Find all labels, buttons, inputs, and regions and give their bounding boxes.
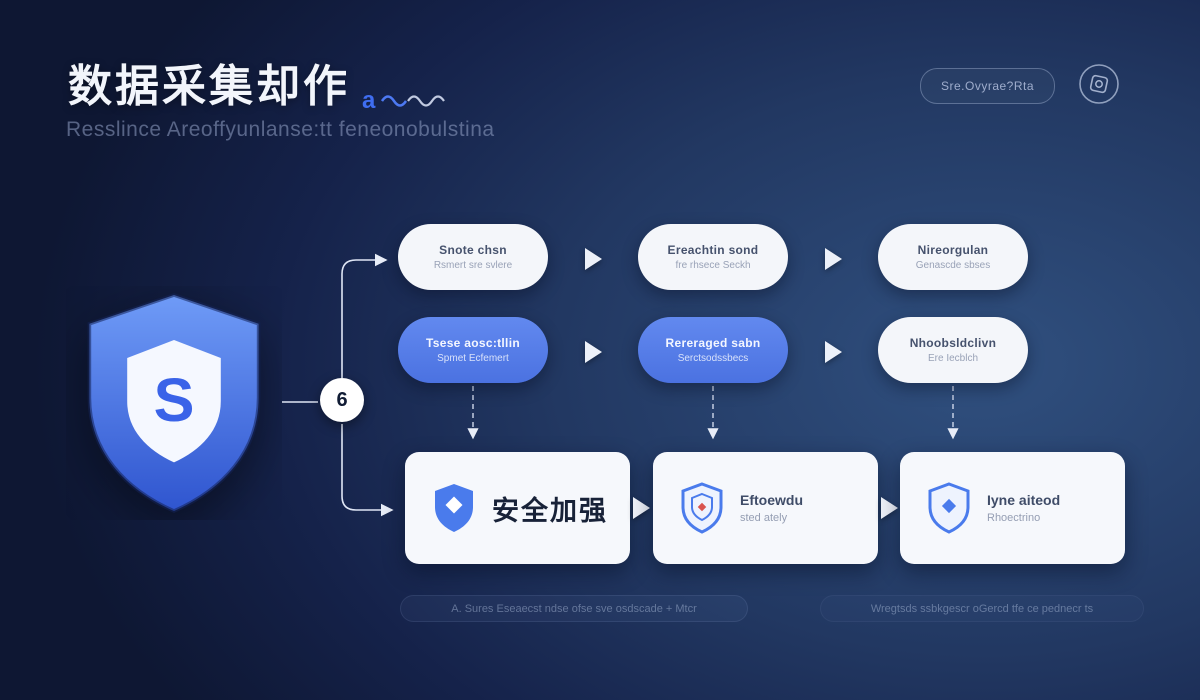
header-circle-icon[interactable] [1077, 62, 1121, 106]
page-subtitle: Resslince Areoffyunlanse:tt feneonobulst… [66, 118, 495, 141]
header: 数据采集却作 a [68, 50, 458, 114]
flow-node-subtitle: Ere Iecblch [927, 353, 979, 364]
title-scribble-icon: a [362, 86, 458, 114]
security-card-title: 安全加强 [492, 495, 608, 526]
security-card-2[interactable]: Eftoewdu sted ately [653, 452, 878, 564]
svg-text:S: S [154, 366, 195, 434]
security-card-1[interactable]: 安全加强 [405, 452, 630, 564]
flow-node-row2-1[interactable]: Tsese aosc:tllin Spmet Ecfemert [398, 317, 548, 383]
flow-node-row2-3[interactable]: Nhoobsldclivn Ere Iecblch [878, 317, 1028, 383]
arrow-right-icon [633, 497, 650, 519]
arrow-right-icon [881, 497, 898, 519]
flow-node-subtitle: Rsmert sre svlere [433, 260, 513, 271]
flow-node-subtitle: Spmet Ecfemert [437, 353, 509, 364]
flow-node-title: Ereachtin sond [667, 243, 759, 257]
security-shield-illustration: S [66, 286, 282, 520]
security-card-3[interactable]: Iyne aiteod Rhoectrino [900, 452, 1125, 564]
header-action-button[interactable]: Sre.Ovyrae?Rta [920, 68, 1056, 104]
flow-node-title: Tsese aosc:tllin [426, 336, 520, 350]
security-card-title: Iyne aiteod [987, 492, 1061, 508]
shield-icon: S [87, 293, 261, 513]
page-title: 数据采集却作 [68, 62, 350, 111]
flow-node-row1-3[interactable]: Nireorgulan Genascde sbses [878, 224, 1028, 290]
svg-text:a: a [362, 87, 376, 114]
flow-node-row2-2[interactable]: Rereraged sabn Serctsodssbecs [638, 317, 788, 383]
flow-node-subtitle: Serctsodssbecs [677, 353, 749, 364]
flow-node-title: Rereraged sabn [665, 336, 761, 350]
flow-node-title: Nhoobsldclivn [909, 336, 997, 350]
arrow-right-icon [585, 341, 602, 363]
shield-outline-icon [926, 482, 972, 534]
flow-node-title: Nireorgulan [917, 243, 989, 257]
arrow-right-icon [825, 248, 842, 270]
step-number: 6 [336, 388, 348, 411]
footnote-text: A. Sures Eseaecst ndse ofse sve osdscade… [451, 602, 697, 615]
header-action-label: Sre.Ovyrae?Rta [941, 79, 1035, 93]
security-card-subtitle: sted ately [740, 512, 788, 524]
arrow-right-icon [585, 248, 602, 270]
shield-filled-icon [431, 482, 477, 534]
flow-node-row1-2[interactable]: Ereachtin sond fre rhsece Seckh [638, 224, 788, 290]
flow-node-row1-1[interactable]: Snote chsn Rsmert sre svlere [398, 224, 548, 290]
arrow-right-icon [825, 341, 842, 363]
footnote-left: A. Sures Eseaecst ndse ofse sve osdscade… [400, 595, 748, 622]
flow-node-subtitle: Genascde sbses [915, 260, 991, 271]
footnote-right: Wregtsds ssbkgescr oGercd tfe ce pednecr… [820, 595, 1144, 622]
footnote-text: Wregtsds ssbkgescr oGercd tfe ce pednecr… [870, 602, 1094, 615]
security-card-subtitle: Rhoectrino [987, 512, 1041, 524]
flow-node-title: Snote chsn [439, 243, 507, 257]
step-number-badge: 6 [320, 378, 364, 422]
security-card-title: Eftoewdu [740, 492, 803, 508]
flow-node-subtitle: fre rhsece Seckh [675, 260, 751, 271]
shield-outline-icon [679, 482, 725, 534]
